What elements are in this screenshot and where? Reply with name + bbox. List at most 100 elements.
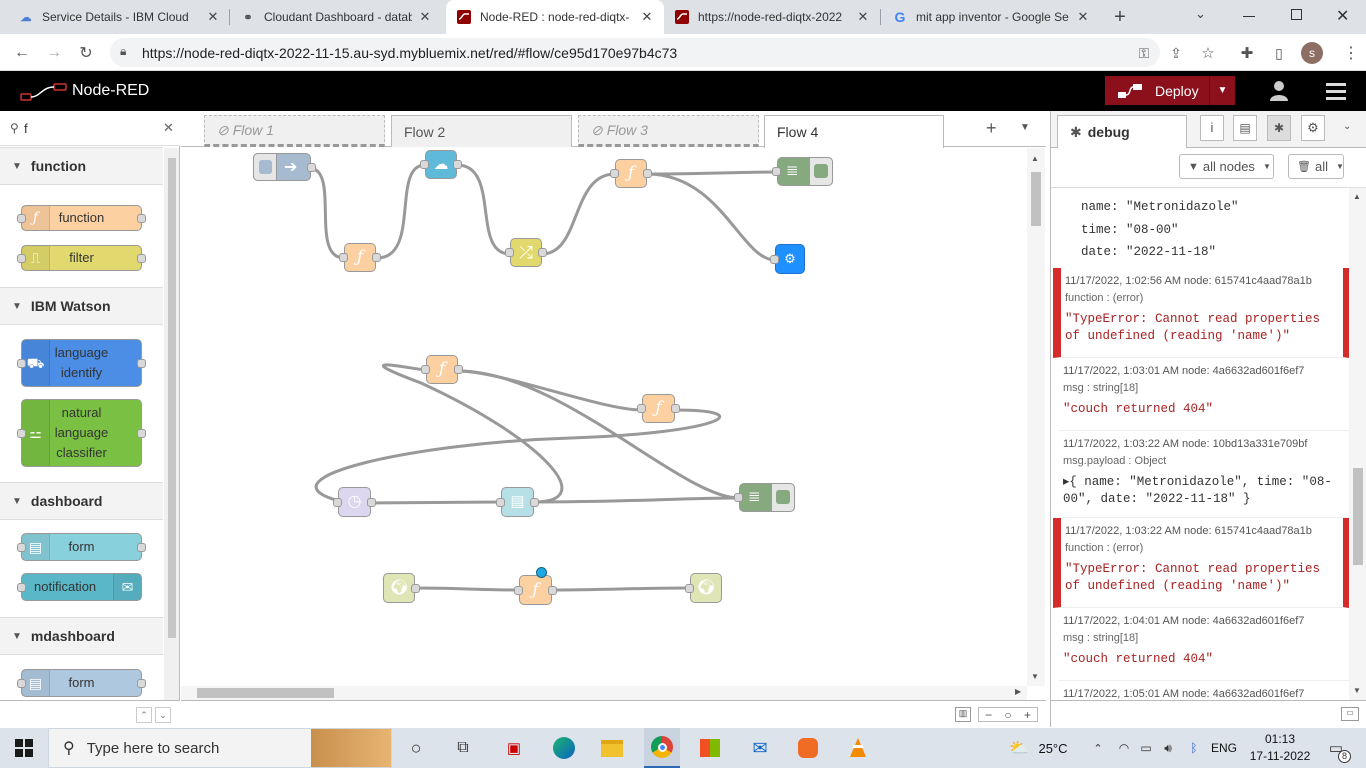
filter-nodes-button[interactable]: ▼all nodes▼ — [1179, 154, 1274, 179]
dashboard-form-node[interactable]: ▤ — [496, 487, 539, 517]
zoom-reset-icon[interactable]: ○ — [1004, 707, 1012, 722]
microsoft-store-icon[interactable] — [694, 728, 726, 768]
canvas-horizontal-scrollbar[interactable]: ▶ — [181, 686, 1027, 700]
file-explorer-icon[interactable] — [596, 728, 628, 768]
tab-flow-1[interactable]: ⊘Flow 1 — [204, 115, 385, 147]
function-node[interactable]: ƒ — [514, 567, 557, 605]
task-view-icon[interactable]: ⧉ — [457, 739, 469, 756]
add-flow-button[interactable]: + — [986, 118, 997, 138]
clear-search-icon[interactable]: ✕ — [163, 120, 174, 135]
palette-category-function[interactable]: ▼function — [0, 147, 163, 185]
flow-canvas[interactable]: ➔ ƒ ☁ ⤮ ƒ ≣ ⚙ ƒ ƒ ◷ ▤ ≣ 🌍︎ ƒ 🌍︎ — [181, 148, 1027, 686]
expand-all-icon[interactable]: ⌄ — [155, 707, 171, 723]
sidebar-menu-chevron-icon[interactable]: ⌄ — [1343, 121, 1352, 132]
cloudant-node[interactable]: ☁ — [420, 150, 462, 179]
extensions-icon[interactable]: ✚ — [1240, 45, 1254, 62]
palette-node-natural-language-classifier[interactable]: ⚍ natural language classifier — [17, 399, 146, 467]
navigator-map-icon[interactable]: ▥ — [955, 707, 971, 722]
taskbar-search-box[interactable]: ⚲ Type here to search — [48, 728, 392, 768]
debug-scrollbar[interactable]: ▲ ▼ — [1349, 188, 1366, 700]
debug-toggle[interactable] — [809, 157, 833, 186]
app-icon-adobe[interactable]: ▣ — [506, 740, 522, 757]
close-icon[interactable]: ✕ — [207, 9, 219, 24]
palette-node-notification[interactable]: notification ✉ — [17, 573, 142, 601]
reload-button[interactable]: ↻ — [79, 45, 93, 62]
debug-message[interactable]: 11/17/2022, 1:03:22 AM node: 10bd13a331e… — [1059, 431, 1349, 518]
debug-node[interactable]: ≣ — [734, 483, 795, 512]
function-node[interactable]: ƒ — [637, 394, 680, 423]
tab-flow-2[interactable]: Flow 2 — [391, 115, 572, 147]
windows-start-icon[interactable] — [0, 728, 48, 768]
close-icon[interactable]: ✕ — [1077, 9, 1089, 24]
forward-button[interactable]: → — [46, 44, 62, 61]
profile-avatar[interactable]: s — [1301, 42, 1323, 64]
palette-node-filter[interactable]: ⎍ filter — [17, 245, 146, 271]
info-tab-icon[interactable]: i — [1200, 115, 1224, 141]
volume-icon[interactable]: 🔊︎ — [1164, 740, 1172, 755]
palette-search-input[interactable]: f — [24, 121, 28, 136]
tab-flow-3[interactable]: ⊘Flow 3 — [578, 115, 759, 147]
function-node[interactable]: ƒ — [339, 243, 381, 272]
address-bar[interactable]: 🔒︎ https://node-red-diqtx-2022-11-15.au-… — [110, 38, 1160, 67]
iot-chip-node[interactable]: ⚙ — [770, 244, 805, 274]
edge-icon[interactable] — [548, 728, 580, 768]
close-icon[interactable]: ✕ — [419, 9, 431, 24]
palette-scrollbar[interactable] — [164, 148, 179, 700]
language-indicator[interactable]: ENG — [1210, 741, 1237, 755]
clear-debug-button[interactable]: 🗑︎all▼ — [1288, 154, 1344, 179]
palette-node-function[interactable]: ƒ function — [17, 205, 146, 231]
inject-button[interactable] — [253, 153, 277, 181]
hamburger-menu-icon[interactable] — [1326, 83, 1346, 100]
chrome-icon[interactable] — [644, 728, 680, 768]
http-response-node[interactable]: 🌍︎ — [685, 573, 722, 603]
tray-overflow-icon[interactable]: ⌃ — [1093, 742, 1103, 755]
zoom-in-icon[interactable]: + — [1023, 707, 1031, 722]
help-book-icon[interactable]: ▤ — [1233, 115, 1257, 141]
palette-node-mdashboard-form[interactable]: ▤ form — [17, 669, 146, 697]
deploy-menu-chevron-icon[interactable]: ▼ — [1209, 76, 1235, 105]
key-icon[interactable]: ⚿ — [1138, 44, 1150, 61]
function-node[interactable]: ƒ — [610, 159, 652, 188]
new-tab-button[interactable]: + — [1114, 6, 1126, 28]
tab-debug[interactable]: ✱debug — [1057, 115, 1187, 148]
side-panel-icon[interactable]: ▯ — [1275, 44, 1283, 61]
minimize-button[interactable] — [1243, 16, 1255, 17]
temperature[interactable]: 25°C — [1038, 740, 1068, 756]
browser-menu-icon[interactable]: ⋮ — [1343, 45, 1359, 62]
debug-node[interactable]: ≣ — [772, 157, 833, 186]
debug-toggle[interactable] — [771, 483, 795, 512]
user-icon[interactable] — [1269, 80, 1289, 102]
switch-node[interactable]: ⤮ — [505, 238, 547, 267]
delay-timer-node[interactable]: ◷ — [333, 487, 376, 517]
tab-flow-4[interactable]: Flow 4 — [764, 115, 944, 148]
deploy-button[interactable]: Deploy ▼ — [1105, 76, 1235, 105]
browser-tab-cloudant[interactable]: ⚭ Cloudant Dashboard - datab ✕ — [230, 0, 442, 34]
back-button[interactable]: ← — [14, 44, 30, 61]
browser-tab-google[interactable]: G mit app inventor - Google Se ✕ — [882, 0, 1100, 34]
bluetooth-icon[interactable]: ᛒ — [1190, 741, 1198, 755]
notification-center-icon[interactable]: ▭ 8 — [1322, 728, 1351, 768]
debug-message[interactable]: 11/17/2022, 1:02:56 AM node: 615741c4aad… — [1053, 268, 1349, 358]
mail-icon[interactable]: ✉ — [752, 737, 768, 758]
browser-tab-node-red[interactable]: Node-RED : node-red-diqtx- ✕ — [446, 0, 664, 34]
palette-category-mdashboard[interactable]: ▼mdashboard — [0, 617, 163, 655]
collapse-all-icon[interactable]: ⌃ — [136, 707, 152, 723]
vlc-icon[interactable] — [842, 728, 874, 768]
palette-search[interactable]: ⚲ f ✕ — [0, 111, 180, 146]
share-icon[interactable]: ⇪ — [1170, 44, 1182, 61]
tab-search-icon[interactable]: ⌄ — [1195, 6, 1206, 21]
palette-node-language-identify[interactable]: ⛟ language identify — [17, 339, 146, 387]
debug-message[interactable]: 11/17/2022, 1:05:01 AM node: 4a6632ad601… — [1059, 681, 1349, 700]
window-close-button[interactable]: ✕ — [1336, 8, 1350, 25]
open-window-icon[interactable]: ▭ — [1341, 707, 1359, 721]
close-icon[interactable]: ✕ — [641, 9, 653, 24]
debug-message[interactable]: 11/17/2022, 1:03:22 AM node: 615741c4aad… — [1053, 518, 1349, 608]
function-node[interactable]: ƒ — [421, 355, 463, 384]
maximize-button[interactable] — [1291, 9, 1302, 20]
close-icon[interactable]: ✕ — [857, 9, 869, 24]
cortana-icon[interactable]: ○ — [410, 737, 422, 758]
palette-category-dashboard[interactable]: ▼dashboard — [0, 482, 163, 520]
settings-gear-icon[interactable]: ⚙ — [1301, 115, 1325, 141]
canvas-vertical-scrollbar[interactable]: ▲ ▼ — [1027, 148, 1045, 686]
battery-icon[interactable]: ▭ — [1140, 741, 1152, 755]
